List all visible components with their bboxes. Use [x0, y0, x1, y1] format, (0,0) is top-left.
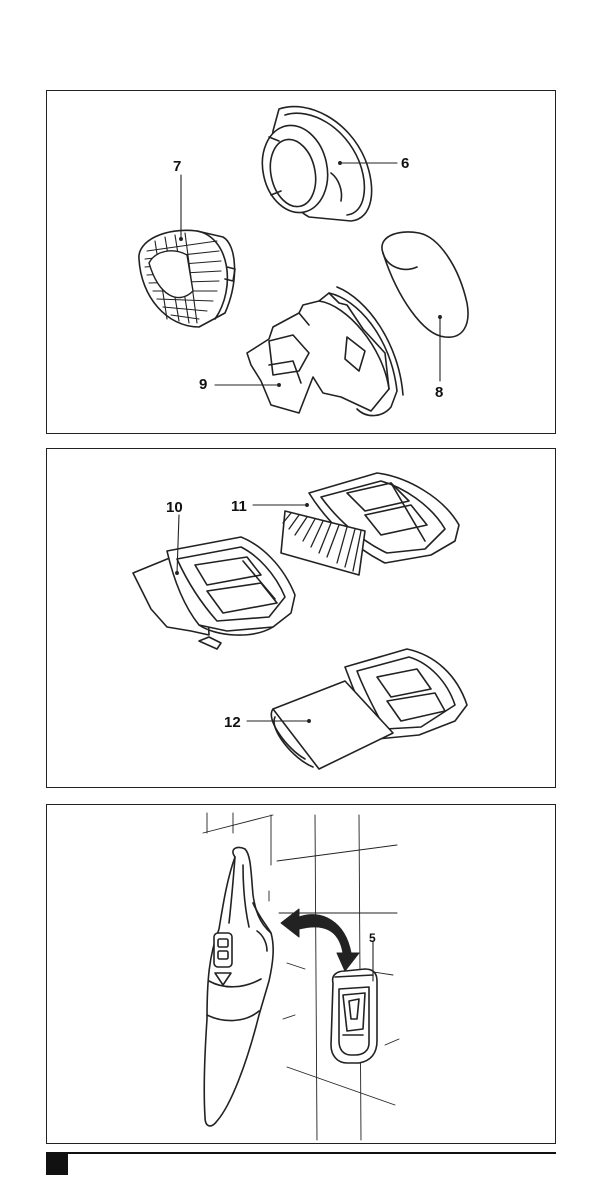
- callout-5: 5: [369, 932, 376, 944]
- part-7-pleated-filter: [139, 230, 235, 327]
- vacuum-body: [204, 847, 273, 1126]
- part-10-filter: [133, 537, 295, 649]
- part-8-foam-filter: [382, 232, 468, 337]
- footer-rule: [46, 1152, 556, 1154]
- callout-10: 10: [166, 500, 183, 515]
- figure-panel-wall-mount: 5: [46, 804, 556, 1144]
- figure-panel-filter-variants: 10 11 12: [46, 448, 556, 788]
- language-tab-marker: [46, 1153, 68, 1175]
- part-9-filter-housing: [247, 287, 403, 416]
- filter-variants-illustration: [47, 449, 557, 789]
- callout-6: 6: [401, 156, 409, 171]
- part-11-brush-filter: [281, 473, 459, 575]
- rotation-arrow: [281, 909, 359, 971]
- callout-7: 7: [173, 159, 181, 174]
- part-6-cover: [255, 107, 372, 221]
- part-5-wall-bracket: [331, 969, 377, 1063]
- callout-12: 12: [224, 715, 241, 730]
- callout-8: 8: [435, 385, 443, 400]
- part-12-sleeve-filter: [271, 649, 467, 769]
- callout-9: 9: [199, 377, 207, 392]
- callout-11: 11: [231, 499, 247, 514]
- wall-mount-illustration: [47, 805, 557, 1145]
- filters-illustration: [47, 91, 557, 435]
- figure-panel-filters: 7 6 8 9: [46, 90, 556, 434]
